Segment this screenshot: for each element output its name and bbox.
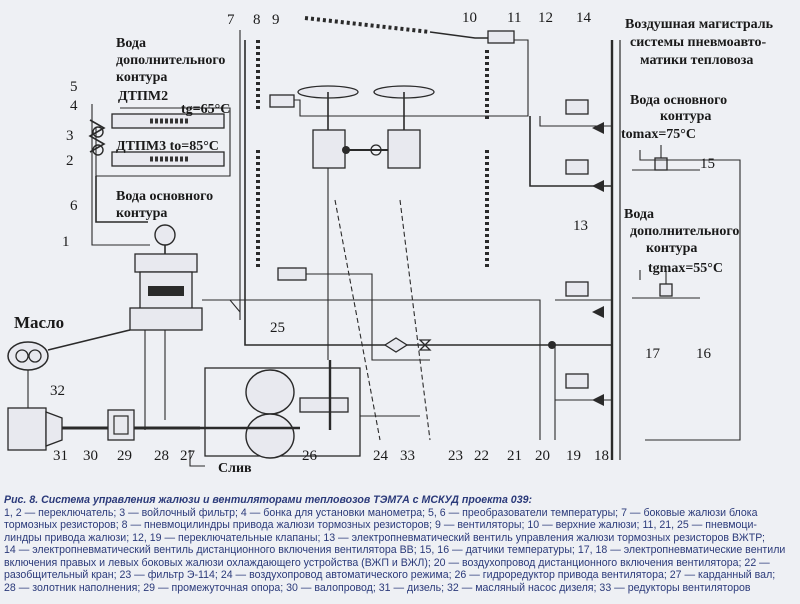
water-main-right-l1: Вода основного	[630, 93, 727, 108]
callout-7: 7	[227, 12, 235, 28]
callout-28: 28	[154, 448, 169, 464]
caption-line: 1, 2 — переключатель; 3 — войлочный филь…	[4, 506, 758, 519]
callout-29: 29	[117, 448, 132, 464]
pneumatic-control-scheme: Вода дополнительного контура ДТПМ2 tg=65°С…	[7, 10, 774, 476]
roof-louvers	[304, 16, 515, 44]
callout-22: 22	[474, 448, 489, 464]
callout-14: 14	[576, 10, 592, 26]
callout-25: 25	[270, 320, 285, 336]
air-main-l1: Воздушная магистраль	[625, 17, 774, 32]
figure-caption: Рис. 8. Система управления жалюзи и вент…	[4, 494, 796, 594]
callout-30: 30	[83, 448, 98, 464]
callout-31: 31	[53, 448, 68, 464]
caption-line: тормозных резисторов; 8 — пневмоцилиндры…	[4, 519, 757, 531]
tomax-label: tomax=75°С	[621, 127, 696, 142]
drain-label: Слив	[218, 461, 252, 476]
caption-line: включения правых и левых боковых жалюзи …	[4, 556, 770, 569]
caption-line: линдры привода жалюзи; 12, 19 — переключ…	[4, 531, 765, 544]
tg-label: tg=65°С	[181, 102, 230, 117]
callout-27: 27	[180, 448, 196, 464]
air-main-l2: системы пневмоавто-	[630, 35, 766, 50]
temp-sensors	[632, 145, 741, 441]
water-extra-top-l1: Вода	[116, 36, 146, 51]
callout-15: 15	[700, 156, 715, 172]
callout-5: 5	[70, 79, 78, 95]
dtpm2-label: ДТПМ2	[118, 89, 168, 104]
dtpm3-label: ДТПМ3 to=85°С	[116, 139, 219, 154]
callout-9: 9	[272, 12, 280, 28]
callout-1: 1	[62, 234, 70, 250]
callout-26: 26	[302, 448, 318, 464]
callout-8: 8	[253, 12, 261, 28]
caption-line: 14 — электропневматический вентиль диста…	[4, 544, 786, 556]
callout-23: 23	[448, 448, 463, 464]
fans	[297, 85, 435, 360]
callout-6: 6	[70, 198, 78, 214]
callout-3: 3	[66, 128, 74, 144]
air-lines	[218, 30, 621, 460]
callout-32: 32	[50, 383, 65, 399]
ep-valves	[565, 99, 604, 406]
water-main-left-l2: контура	[116, 206, 167, 221]
callout-17: 17	[645, 346, 661, 362]
filter-and-cock	[383, 337, 556, 353]
side-louvers	[256, 40, 489, 281]
callout-4: 4	[70, 98, 78, 114]
temperature-converters	[88, 104, 231, 246]
scheme-labels: Вода дополнительного контура ДТПМ2 tg=65°С…	[14, 17, 774, 476]
water-extra-top-l2: дополнительного	[116, 53, 225, 68]
callout-numbers: 1 2 3 4 5 6 7 8 9 10 11 12 13 14 15 16 1…	[50, 10, 715, 464]
tgmax-label: tgmax=55°С	[648, 261, 723, 276]
callout-33: 33	[400, 448, 415, 464]
callout-11: 11	[507, 10, 521, 26]
water-extra-top-l3: контура	[116, 70, 167, 85]
callout-2: 2	[66, 153, 74, 169]
callout-21: 21	[507, 448, 522, 464]
fill-valve-assembly	[129, 224, 241, 430]
callout-13: 13	[573, 218, 588, 234]
callout-12: 12	[538, 10, 553, 26]
air-main-l3: матики тепловоза	[640, 53, 753, 68]
diesel-drive	[7, 329, 200, 451]
water-main-left-l1: Вода основного	[116, 189, 213, 204]
callout-18: 18	[594, 448, 609, 464]
water-extra-right-l2: дополнительного	[630, 224, 739, 239]
oil-label: Масло	[14, 313, 64, 332]
water-main-right-l2: контура	[660, 109, 711, 124]
callout-19: 19	[566, 448, 581, 464]
caption-line: разобщительный кран; 23 — фильтр Э-114; …	[4, 569, 776, 581]
callout-20: 20	[535, 448, 550, 464]
callout-24: 24	[373, 448, 389, 464]
water-extra-right-l1: Вода	[624, 207, 654, 222]
caption-title: Рис. 8. Система управления жалюзи и вент…	[4, 494, 533, 506]
caption-line: 28 — золотник наполнения; 29 — промежуто…	[4, 581, 751, 594]
callout-10: 10	[462, 10, 477, 26]
hydro-reducer	[189, 360, 361, 467]
water-extra-right-l3: контура	[646, 241, 697, 256]
callout-16: 16	[696, 346, 712, 362]
